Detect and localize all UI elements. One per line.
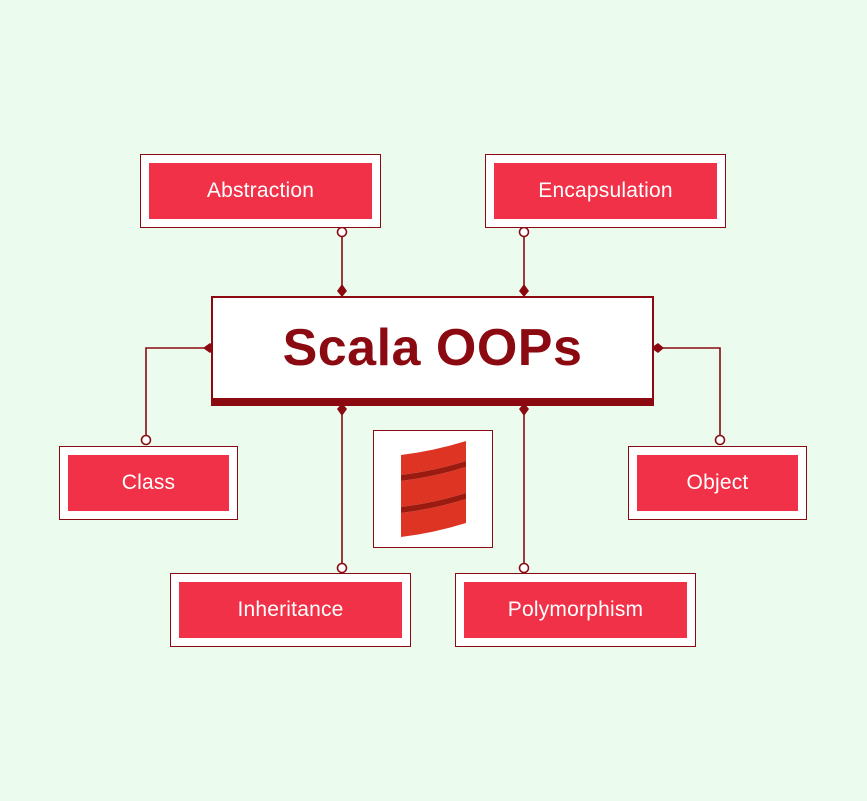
node-inheritance-label: Inheritance	[179, 582, 402, 638]
node-object: Object	[628, 446, 807, 520]
diamond-bottom-left	[337, 403, 347, 416]
endpoint-encapsulation	[518, 226, 530, 238]
endpoint-inheritance	[336, 562, 348, 574]
connector-class	[145, 347, 207, 436]
diamond-top-right	[519, 284, 529, 297]
center-node: Scala OOPs	[211, 296, 654, 400]
node-class-label: Class	[68, 455, 229, 511]
center-title: Scala OOPs	[282, 319, 583, 377]
node-polymorphism: Polymorphism	[455, 573, 696, 647]
node-abstraction: Abstraction	[140, 154, 381, 228]
endpoint-polymorphism	[518, 562, 530, 574]
scala-logo-icon	[401, 441, 466, 537]
node-class: Class	[59, 446, 238, 520]
diamond-bottom-right	[519, 403, 529, 416]
node-polymorphism-label: Polymorphism	[464, 582, 687, 638]
node-encapsulation: Encapsulation	[485, 154, 726, 228]
node-abstraction-label: Abstraction	[149, 163, 372, 219]
connector-object	[658, 347, 721, 436]
node-encapsulation-label: Encapsulation	[494, 163, 717, 219]
diamond-right	[651, 343, 664, 353]
node-object-label: Object	[637, 455, 798, 511]
scala-logo-box	[373, 430, 493, 548]
endpoint-class	[140, 434, 152, 446]
node-inheritance: Inheritance	[170, 573, 411, 647]
diamond-top-left	[337, 284, 347, 297]
endpoint-abstraction	[336, 226, 348, 238]
endpoint-object	[714, 434, 726, 446]
